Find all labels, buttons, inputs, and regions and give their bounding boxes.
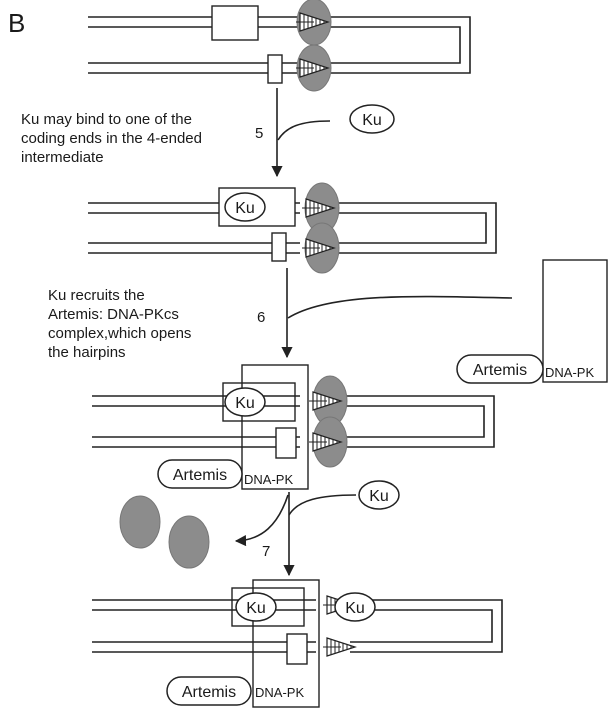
complex-join-curve xyxy=(288,297,512,318)
stage-1-intermediate xyxy=(88,0,470,91)
release-arrow xyxy=(236,495,288,541)
dna-pk-bound-3-label: DNA-PK xyxy=(244,472,293,487)
coding-end-box-bottom xyxy=(272,233,286,261)
dna-pkcs-free-label: DNA-PK xyxy=(545,365,594,380)
ku-bound-2-label: Ku xyxy=(235,200,255,217)
coding-end-box-bottom xyxy=(287,634,307,664)
step-6-number: 6 xyxy=(257,309,265,326)
stage-2-ku-bound: Ku xyxy=(88,183,496,273)
step-6: Ku recruits the Artemis: DNA-PKcs comple… xyxy=(48,260,607,383)
stage-3-complex-bound: DNA-PK Ku Artemis xyxy=(92,365,494,489)
dna-pk-bound-4-label: DNA-PK xyxy=(255,685,304,700)
step-7: Ku 7 xyxy=(120,481,399,575)
hairpin-bottom-icon xyxy=(323,638,355,656)
ku-bound-4b-label: Ku xyxy=(345,600,365,617)
released-protein-1 xyxy=(120,496,160,548)
panel-label: B xyxy=(8,8,25,38)
ku-bound-4a-label: Ku xyxy=(246,600,266,617)
coding-end-box-bottom xyxy=(276,428,296,458)
ku-join-curve-2 xyxy=(289,495,356,515)
stage-4-hairpins-opened: DNA-PK Ku Artemis Ku xyxy=(92,580,502,707)
step-5: Ku may bind to one of the coding ends in… xyxy=(21,88,394,176)
step-5-number: 5 xyxy=(255,125,263,142)
ku-join-curve xyxy=(278,121,330,140)
artemis-free-label: Artemis xyxy=(473,362,527,379)
dna-pkcs-free xyxy=(543,260,607,382)
coding-end-box-top xyxy=(212,6,258,40)
step-5-caption: Ku may bind to one of the coding ends in… xyxy=(21,111,206,166)
artemis-bound-3-label: Artemis xyxy=(173,467,227,484)
coding-end-box-bottom xyxy=(268,55,282,83)
ku-bound-3-label: Ku xyxy=(235,395,255,412)
step-6-caption: Ku recruits the Artemis: DNA-PKcs comple… xyxy=(48,287,196,361)
ku-free-1-label: Ku xyxy=(362,112,382,129)
released-protein-2 xyxy=(169,516,209,568)
artemis-bound-4-label: Artemis xyxy=(182,684,236,701)
ku-free-2-label: Ku xyxy=(369,488,389,505)
step-7-number: 7 xyxy=(262,543,270,560)
